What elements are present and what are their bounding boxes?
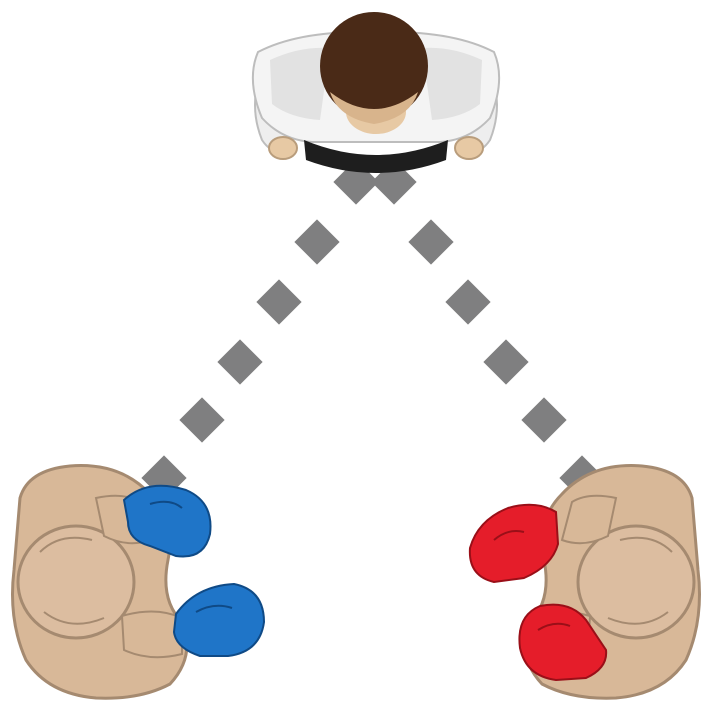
- boxer-blue-head: [18, 526, 134, 638]
- boxer-red-head: [578, 526, 694, 638]
